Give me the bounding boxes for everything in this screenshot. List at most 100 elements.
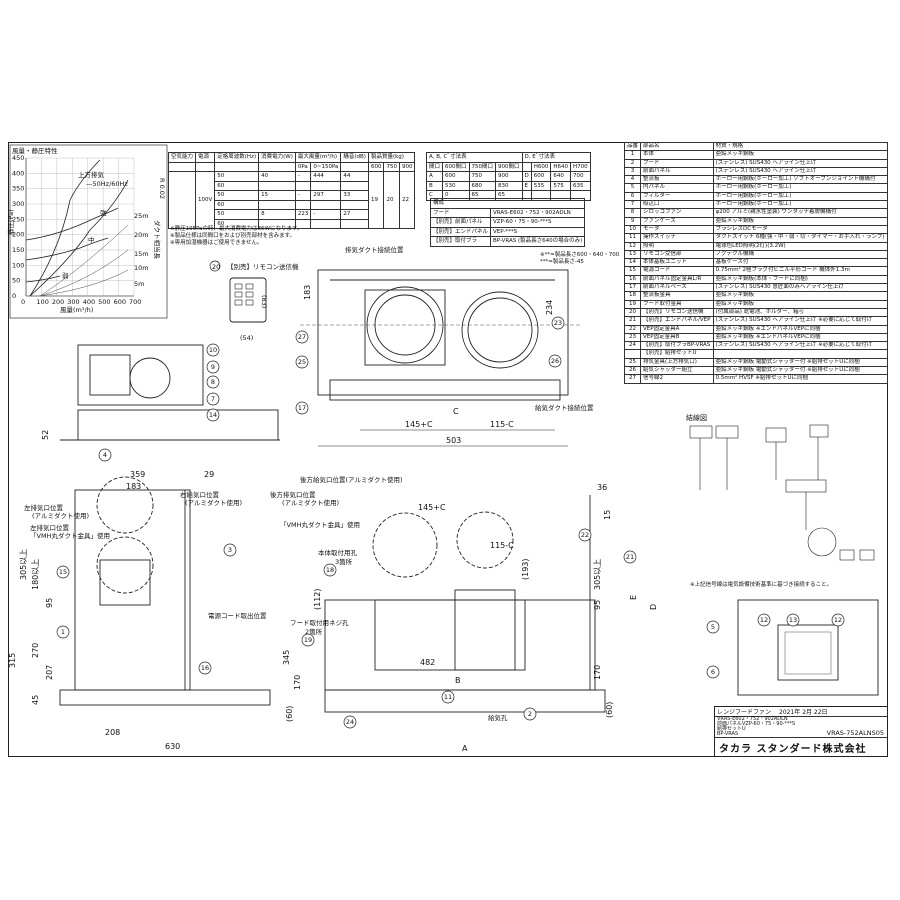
part-number: 16 <box>623 274 642 285</box>
part-spec: 電球色LED照明(2灯)(3.2W) <box>712 241 889 251</box>
part-name: 【別売】取付ブラBP-VRAS <box>640 341 714 351</box>
part-spec: (ステンレス) SUS430 ヘアライン仕上げ <box>712 158 889 168</box>
dim-text: 170 <box>593 665 602 680</box>
callout-balloon <box>343 715 357 729</box>
callout-balloon <box>441 690 455 704</box>
callout-balloon <box>56 565 70 579</box>
callout-balloon <box>295 330 309 344</box>
y-tick: 200 <box>12 231 24 239</box>
side-section <box>60 344 280 441</box>
part-name: 操作スイッチ <box>640 233 714 243</box>
product-name: レンジフードファン <box>717 709 772 716</box>
part-number <box>623 349 642 359</box>
callout-balloon <box>623 550 637 564</box>
callout-number: 13 <box>789 616 797 624</box>
dim-text: 36 <box>597 483 607 492</box>
callout-balloon <box>786 613 800 627</box>
part-number: 12 <box>623 241 642 251</box>
callout-number: 10 <box>209 346 217 354</box>
front-view <box>324 495 606 713</box>
part-number: 15 <box>623 266 642 276</box>
part-number: 8 <box>623 208 642 218</box>
spec-header: 消費電力(W) <box>258 152 296 163</box>
spec-header: 定格周波数(Hz) <box>214 152 260 163</box>
callout-number: 9 <box>211 363 215 371</box>
dim-text: 45 <box>31 695 40 705</box>
side-view <box>59 476 271 706</box>
model-line: 前面パネルVZP-60・75・90-***S <box>717 721 796 727</box>
part-number: 22 <box>623 324 642 334</box>
part-number: 5 <box>623 183 642 193</box>
part-name: 【別売】エンドパネル/VEP <box>640 316 714 326</box>
part-number: 26 <box>623 365 642 376</box>
part-name: 吸込口 <box>640 200 714 210</box>
x-tick: 100 <box>36 298 48 306</box>
part-spec: 亜鉛メッキ鋼板 <box>712 299 889 309</box>
x-tick: 400 <box>83 298 95 306</box>
dim-text: 208 <box>105 728 120 737</box>
parts-row: 24【別売】取付ブラBP-VRAS(ステンレス) SUS430 ヘアライン仕上げ… <box>623 341 889 351</box>
maker-name: タカラ スタンダード株式会社 <box>719 744 867 755</box>
callout-balloon <box>56 625 70 639</box>
rear-intake-label: 後方給気口位置(アルミダクト使用) <box>300 475 403 484</box>
y-tick: 350 <box>12 185 24 193</box>
part-number: 1 <box>623 150 642 160</box>
right-tick: 20m <box>134 231 149 239</box>
part-name: VEP固定金具B <box>640 332 714 343</box>
part-spec: ホーロー用鋼板(ホーロー加工) <box>712 191 889 202</box>
callout-balloon <box>98 448 112 462</box>
part-number: 18 <box>623 291 642 301</box>
spec-header: 電源 <box>195 152 216 163</box>
part-name: 内パネル <box>640 183 714 193</box>
wiring-diagram <box>689 424 875 561</box>
spec-weight: 22 <box>398 171 416 229</box>
part-name: 本体基板ユニット <box>640 258 714 268</box>
part-spec: (ステンレス) SUS430 意匠面のみヘアライン仕上げ <box>712 283 889 293</box>
dim-text: 183 <box>126 482 141 491</box>
callout-number: 6 <box>711 668 715 676</box>
part-spec: φ200 アルミ(親水性塗装) ワンタッチ着脱機構付 <box>712 208 889 218</box>
dim-text: C <box>453 407 459 416</box>
callout-number: 1 <box>61 628 65 636</box>
callout-balloon <box>523 707 537 721</box>
part-name: 排気金具(上方排気口) <box>640 357 714 368</box>
part-name: 【別売】給排セットU <box>640 349 714 359</box>
y-tick: 450 <box>12 154 24 162</box>
part-spec: 亜鉛メッキ鋼板 <box>712 150 889 160</box>
part-number: 23 <box>623 332 642 343</box>
part-number: 17 <box>623 283 642 293</box>
callout-balloon <box>323 563 337 577</box>
part-number: 20 <box>623 307 642 318</box>
callout-number: 3 <box>228 546 232 554</box>
dim-text: 305以上 <box>593 559 602 590</box>
dim-text: 95 <box>593 600 602 610</box>
curve-label-strong: 強 <box>100 209 107 217</box>
part-number: 24 <box>623 341 642 351</box>
part-spec: 亜鉛メッキ鋼板 <box>712 291 889 301</box>
part-number: 21 <box>623 316 642 326</box>
part-number: 7 <box>623 200 642 210</box>
callout-number: 2 <box>528 710 532 718</box>
model-line: 給排セットU <box>717 726 746 732</box>
part-name: 整流板 <box>640 175 714 185</box>
part-name: リモコン受信部 <box>640 249 714 260</box>
callout-number: 4 <box>103 451 107 459</box>
part-name: 本体 <box>640 150 714 160</box>
graph-right-label: ダクト相当長 <box>153 220 162 260</box>
model-line: BP-VRAS <box>717 731 739 737</box>
spec-header: 製品質量(kg) <box>367 152 416 163</box>
part-number: 19 <box>623 299 642 309</box>
y-tick: 0 <box>12 292 16 300</box>
